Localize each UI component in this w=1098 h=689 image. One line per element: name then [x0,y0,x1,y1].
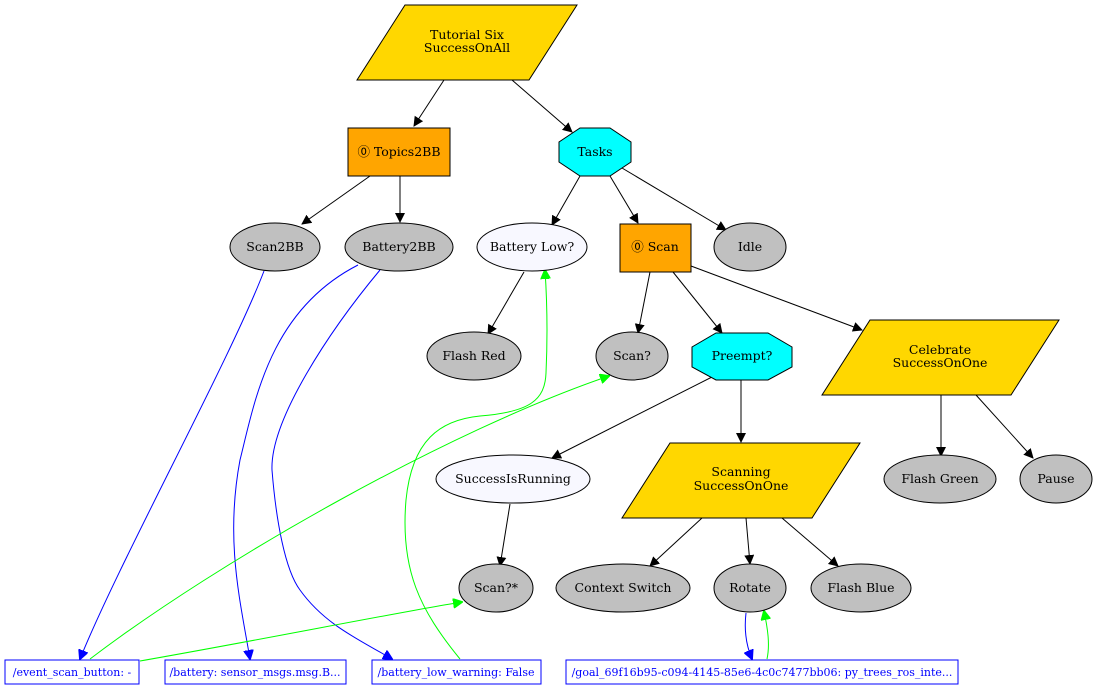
bb-battery-label: /battery: sensor_msgs.msg.B... [169,666,340,679]
node-success-is-running: SuccessIsRunning [435,454,591,504]
node-scan2bb: Scan2BB [229,222,321,272]
node-rotate: Rotate [713,563,787,613]
tree-edges [301,79,1034,567]
node-battery2bb-label: Battery2BB [362,239,435,254]
edge-batterylow-flashred [487,271,525,335]
node-scan-q-star: Scan?* [458,563,534,613]
node-battery-low-label: Battery Low? [490,239,575,254]
node-scanning: Scanning SuccessOnOne [621,442,861,519]
bb-goal: /goal_69f16b95-c094-4145-85e6-4c0c7477bb… [565,659,959,685]
edge-tasks-idle [621,167,727,231]
node-tasks: Tasks [558,127,632,177]
node-flash-red-label: Flash Red [442,348,505,363]
edge-preempt-successisrunning [551,376,713,459]
node-tasks-label: Tasks [577,144,612,159]
bb-battery: /battery: sensor_msgs.msg.B... [164,659,347,685]
node-context-switch: Context Switch [555,563,691,613]
edge-rotate-goal [745,612,752,659]
edge-scanning-flashblue [781,517,839,567]
node-flash-red: Flash Red [426,331,522,381]
node-scan-q: Scan? [595,331,669,381]
node-pause: Pause [1019,454,1093,504]
blackboard-read-edges [89,270,768,662]
edge-celebrate-pause [975,394,1034,459]
node-topics2bb-label: ⓪ Topics2BB [357,144,440,159]
node-scan-q-star-label: Scan?* [474,580,519,595]
node-flash-blue: Flash Blue [810,563,912,613]
edge-goal-rotate [764,611,768,660]
node-idle: Idle [713,222,787,272]
edge-scanning-rotate [744,517,755,565]
edge-successisrunning-scanqstar [496,503,511,567]
bb-battery-low-warning-label: /battery_low_warning: False [378,666,535,679]
node-topics2bb: ⓪ Topics2BB [347,127,451,177]
node-celebrate: Celebrate SuccessOnOne [821,319,1060,396]
bb-battery-low-warning: /battery_low_warning: False [371,659,542,685]
node-context-switch-label: Context Switch [575,580,672,595]
edge-scan-preempt [672,271,723,334]
edge-root-tasks [511,79,573,133]
blackboard-write-edges [80,264,752,659]
node-rotate-label: Rotate [729,580,771,595]
node-scan-label: ⓪ Scan [631,239,679,254]
node-root-line2: SuccessOnAll [424,40,510,55]
edge-root-topics2bb [413,79,445,127]
bb-event-scan-button: /event_scan_button: - [4,659,140,685]
node-success-is-running-label: SuccessIsRunning [455,471,571,486]
node-celebrate-line2: SuccessOnOne [893,355,988,370]
node-preempt: Preempt? [691,332,793,381]
node-flash-green-label: Flash Green [901,471,978,486]
node-root: Tutorial Six SuccessOnAll [356,4,578,81]
node-scan2bb-label: Scan2BB [246,239,303,254]
node-flash-blue-label: Flash Blue [827,580,894,595]
node-scan-q-label: Scan? [613,348,651,363]
node-scanning-line2: SuccessOnOne [694,478,789,493]
node-flash-green: Flash Green [883,454,997,504]
bb-event-scan-button-label: /event_scan_button: - [13,666,132,679]
edge-scan2bb-eventscanbutton [80,270,265,659]
edge-scan-celebrate [690,265,863,332]
edge-battery2bb-battery [233,264,359,659]
edge-eventscanbutton-scanqstar [139,602,462,662]
node-pause-label: Pause [1037,471,1074,486]
edge-batterylowwarning-batterylow [404,270,547,660]
node-celebrate-line1: Celebrate [909,342,971,357]
edge-tasks-batterylow [551,175,581,226]
node-preempt-label: Preempt? [712,348,773,363]
node-scanning-line1: Scanning [711,464,770,479]
edge-tasks-scan [609,175,639,224]
edge-scanning-contextswitch [649,517,703,567]
edge-eventscanbutton-scanq [89,376,609,660]
node-battery-low: Battery Low? [476,222,588,272]
bb-goal-label: /goal_69f16b95-c094-4145-85e6-4c0c7477bb… [572,666,953,679]
edge-scan-scanq [634,271,651,334]
node-battery2bb: Battery2BB [344,222,454,272]
edge-battery2bb-batterylowwarning [271,269,392,659]
node-idle-label: Idle [738,239,762,254]
node-scan: ⓪ Scan [619,223,692,273]
edge-topics2bb-scan2bb [301,175,371,225]
node-root-line1: Tutorial Six [430,27,504,42]
